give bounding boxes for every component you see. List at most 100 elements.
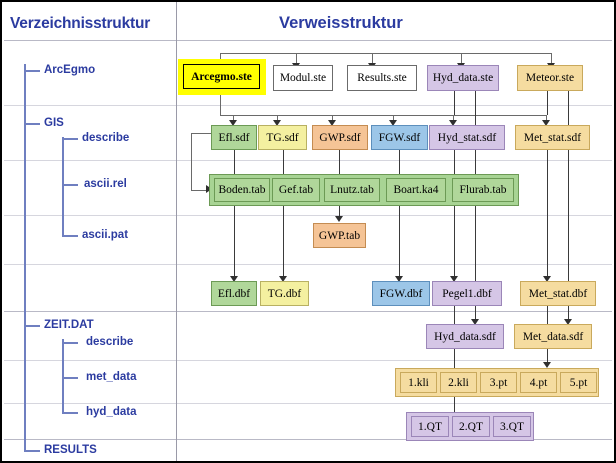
arrow-met-stat-sdf <box>542 120 550 126</box>
link-metstat-metdata <box>568 306 570 323</box>
arrow-met-stat-dbf <box>543 276 551 282</box>
tree-tick <box>62 235 78 237</box>
node-tg-dbf[interactable]: TG.dbf <box>260 281 309 306</box>
sidebar-item-hyd-data[interactable]: hyd_data <box>86 406 137 418</box>
carrier-metstat <box>547 150 549 280</box>
link-pegel-hyddata <box>475 306 477 323</box>
node-hyd-data-ste[interactable]: Hyd_data.ste <box>427 65 499 91</box>
node-hyd-data-sdf[interactable]: Hyd_data.sdf <box>426 324 504 349</box>
tree-tick <box>62 342 78 344</box>
arrow-tg-sdf <box>273 120 281 126</box>
node-modul-ste[interactable]: Modul.ste <box>273 65 333 91</box>
arrow-efl-dbf <box>230 276 238 282</box>
node-efl-sdf[interactable]: Efl.sdf <box>211 125 257 150</box>
carrier-tg <box>283 150 285 280</box>
node-fgw-sdf[interactable]: FGW.sdf <box>371 125 428 150</box>
sidebar-item-describe-2[interactable]: describe <box>86 336 134 348</box>
node-gwp-sdf[interactable]: GWP.sdf <box>312 125 368 150</box>
elbow-bottom <box>191 190 209 192</box>
elbow-side <box>191 133 193 190</box>
arrow-tg-dbf <box>279 276 287 282</box>
carrier-efl <box>234 150 236 280</box>
arrow-fgw-dbf <box>395 276 403 282</box>
node-met-data-sdf[interactable]: Met_data.sdf <box>514 324 592 349</box>
node-1-kli[interactable]: 1.kli <box>400 372 437 393</box>
node-met-stat-dbf[interactable]: Met_stat.dbf <box>520 281 596 306</box>
arrow-hyd-stat-sdf <box>449 120 457 126</box>
bus-drop-meteor <box>551 53 553 64</box>
sheet-rule <box>4 160 612 161</box>
sheet-rule <box>4 40 612 41</box>
drop-tg <box>277 115 279 121</box>
bus-drop-hyddata <box>461 53 463 64</box>
drop-efl <box>233 115 235 121</box>
bus-drop-modul <box>296 53 298 64</box>
node-3-qt[interactable]: 3.QT <box>493 416 531 437</box>
sidebar-item-describe[interactable]: describe <box>82 132 130 144</box>
sidebar-item-met-data[interactable]: met_data <box>86 371 137 383</box>
node-pegel1-dbf[interactable]: Pegel1.dbf <box>432 281 502 306</box>
tree-tick <box>62 377 78 379</box>
carrier-hyddata-a <box>454 91 456 115</box>
arcegmo-highlight <box>178 59 266 95</box>
node-3-pt[interactable]: 3.pt <box>480 372 517 393</box>
node-2-kli[interactable]: 2.kli <box>440 372 477 393</box>
tree-tick <box>62 138 78 140</box>
node-flurab-tab[interactable]: Flurab.tab <box>452 178 514 202</box>
arrow-gwp-tab <box>335 216 343 222</box>
sidebar-item-ascii-pat[interactable]: ascii.pat <box>82 229 129 241</box>
tree-branch-gis <box>62 137 64 236</box>
tree-tick <box>24 325 40 327</box>
sidebar-item-zeit-dat[interactable]: ZEIT.DAT <box>44 319 94 331</box>
node-1-qt[interactable]: 1.QT <box>411 416 449 437</box>
sheet-rule <box>4 311 612 312</box>
elbow-top <box>191 133 212 135</box>
drop-metstat <box>546 115 548 121</box>
bus-line-top <box>220 53 552 55</box>
arcegmo-down <box>220 89 222 115</box>
node-hyd-stat-sdf[interactable]: Hyd_stat.sdf <box>429 125 505 150</box>
arrow-hyd-data-sdf <box>471 319 479 325</box>
node-efl-dbf[interactable]: Efl.dbf <box>211 281 257 306</box>
sidebar-item-results[interactable]: RESULTS <box>44 444 97 456</box>
carrier-meteor-a <box>547 91 549 115</box>
node-boden-tab[interactable]: Boden.tab <box>214 178 270 202</box>
node-gef-tab[interactable]: Gef.tab <box>272 178 320 202</box>
drop-hydstat <box>453 115 455 121</box>
node-met-stat-sdf[interactable]: Met_stat.sdf <box>515 125 590 150</box>
arrow-fgw-sdf <box>389 120 397 126</box>
node-lnutz-tab[interactable]: Lnutz.tab <box>324 178 380 202</box>
node-5-pt[interactable]: 5.pt <box>560 372 597 393</box>
node-fgw-dbf[interactable]: FGW.dbf <box>372 281 430 306</box>
pane-separator <box>176 2 177 461</box>
node-gwp-tab[interactable]: GWP.tab <box>313 223 366 248</box>
sidebar-item-gis[interactable]: GIS <box>44 117 64 129</box>
sheet-rule <box>4 439 612 440</box>
node-meteor-ste[interactable]: Meteor.ste <box>517 65 583 91</box>
node-arcegmo-ste[interactable]: Arcegmo.ste <box>183 64 260 89</box>
sheet-rule <box>4 360 612 361</box>
page-title-left: Verzeichnisstruktur <box>10 15 151 32</box>
carrier-pegel-long <box>454 306 456 418</box>
tree-tick <box>24 123 40 125</box>
node-tg-sdf[interactable]: TG.sdf <box>258 125 307 150</box>
sheet-rule <box>4 215 612 216</box>
drop-fgw <box>393 115 395 121</box>
tree-tick <box>62 184 78 186</box>
sidebar-item-arcegmo[interactable]: ArcEgmo <box>44 64 96 76</box>
carrier-hydstat <box>454 150 456 280</box>
sheet-rule <box>4 264 612 265</box>
page-title-right: Verweisstruktur <box>279 14 403 32</box>
tree-trunk <box>24 64 26 450</box>
sheet-rule <box>4 105 612 106</box>
node-boart-ka4[interactable]: Boart.ka4 <box>386 178 446 202</box>
node-2-qt[interactable]: 2.QT <box>452 416 490 437</box>
bus-drop-results <box>372 53 374 64</box>
bus-line-sdf <box>220 115 546 117</box>
node-4-pt[interactable]: 4.pt <box>520 372 557 393</box>
sidebar-item-ascii-rel[interactable]: ascii.rel <box>84 178 127 190</box>
arrow-gwp-sdf <box>328 120 336 126</box>
tree-branch-zeit <box>62 339 64 413</box>
node-results-ste[interactable]: Results.ste <box>347 65 417 91</box>
